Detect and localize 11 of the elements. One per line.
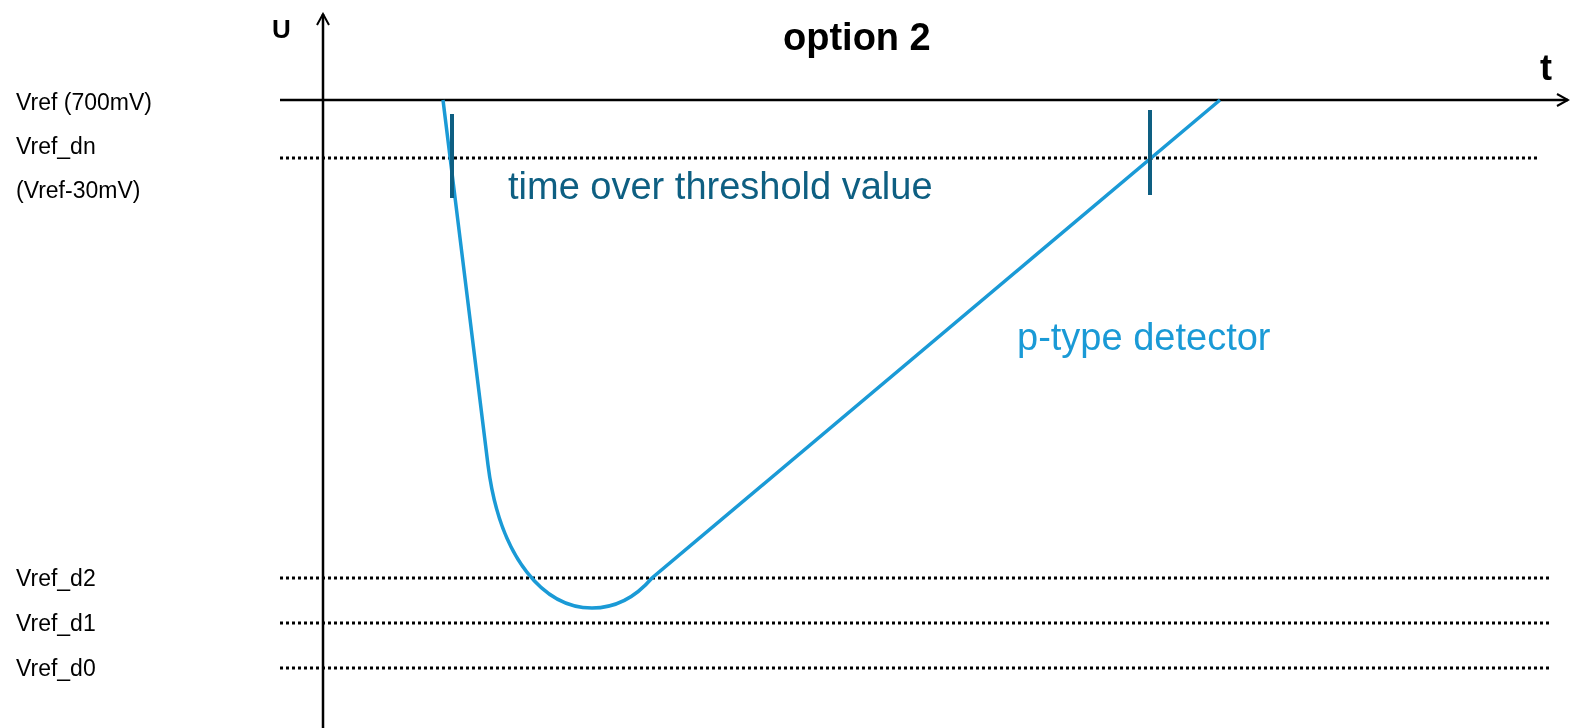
annotation: time over threshold value xyxy=(508,167,933,205)
axis-label: t xyxy=(1540,50,1552,86)
axis-label: U xyxy=(272,16,291,42)
level-label: (Vref-30mV) xyxy=(16,179,141,202)
level-label: Vref_d1 xyxy=(16,612,96,635)
chart-title: option 2 xyxy=(783,18,931,56)
level-label: Vref (700mV) xyxy=(16,91,152,114)
level-label: Vref_d0 xyxy=(16,657,96,680)
level-label: Vref_dn xyxy=(16,135,96,158)
curve-label: p-type detector xyxy=(1017,318,1271,356)
level-label: Vref_d2 xyxy=(16,567,96,590)
